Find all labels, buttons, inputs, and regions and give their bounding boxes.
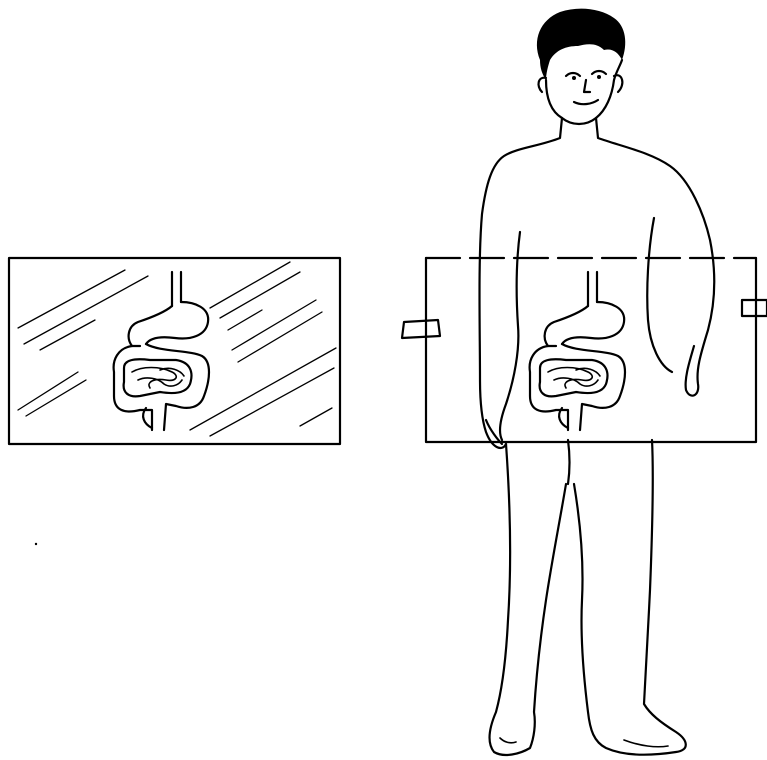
right-tab xyxy=(742,300,767,316)
right-leg xyxy=(574,440,686,755)
glass-sheet xyxy=(9,258,340,444)
body-outline-left xyxy=(480,118,563,448)
glass-reflection-lines xyxy=(18,262,336,436)
left-leg xyxy=(490,444,566,755)
hair xyxy=(537,9,625,80)
speck xyxy=(35,543,37,545)
digestive-organs-left xyxy=(114,272,209,430)
digestive-organs-right xyxy=(530,272,625,430)
left-tab xyxy=(402,320,440,338)
